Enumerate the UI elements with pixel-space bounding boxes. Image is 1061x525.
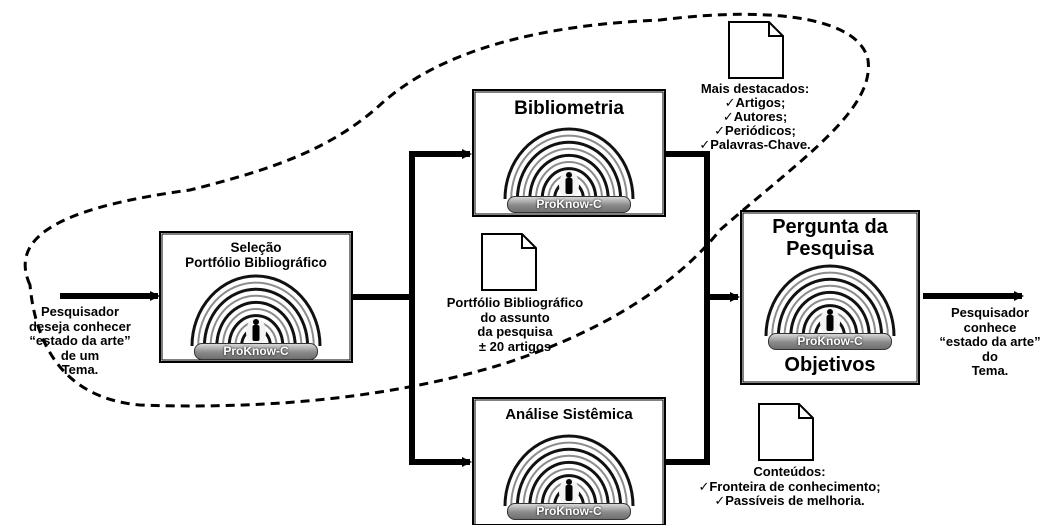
tunnel-image [764, 262, 896, 336]
tunnel-image [190, 272, 322, 346]
pergunta-title: Pergunta da Pesquisa [772, 216, 888, 260]
tunnel-image [503, 432, 635, 506]
dashed-scope-outline [23, 12, 870, 408]
document-icon [728, 21, 784, 79]
proknow-badge: ProKnow-C [768, 333, 892, 350]
selecao-title: Seleção Portfólio Bibliográfico [185, 240, 327, 270]
document-icon [758, 403, 814, 461]
proknow-badge: ProKnow-C [194, 343, 318, 360]
proknow-badge: ProKnow-C [507, 503, 631, 520]
document-icon [481, 233, 537, 291]
destacados-note: Mais destacados: ✓Artigos; ✓Autores; ✓Pe… [699, 81, 811, 152]
analise-title: Análise Sistêmica [505, 406, 633, 423]
bibliometria-title: Bibliometria [514, 98, 624, 119]
pergunta-footer: Objetivos [784, 354, 876, 376]
right-note: Pesquisador conhece “estado da arte” do … [939, 305, 1041, 378]
left-note: Pesquisador deseja conhecer “estado da a… [29, 304, 131, 377]
conteudos-note: Conteúdos: ✓Fronteira de conhecimento; ✓… [698, 464, 881, 508]
portfolio-note: Portfólio Bibliográfico do assunto da pe… [446, 295, 584, 354]
proknow-badge: ProKnow-C [507, 196, 631, 213]
tunnel-image [503, 125, 635, 199]
